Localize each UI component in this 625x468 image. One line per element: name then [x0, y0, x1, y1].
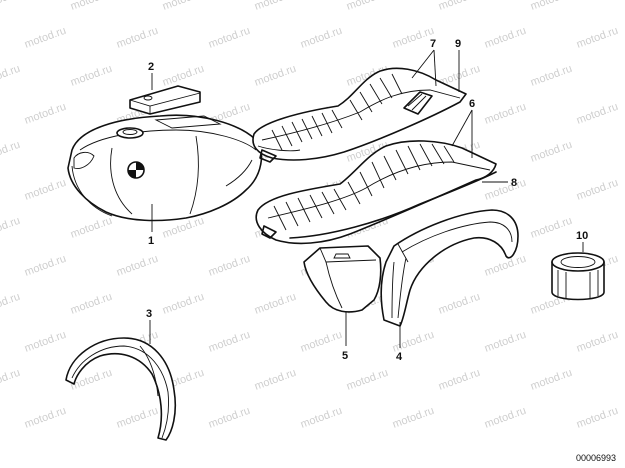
callout-10: 10 — [576, 230, 588, 242]
watermark-text: motod.ru — [23, 101, 68, 127]
watermark-text: motod.ru — [207, 329, 252, 355]
callout-6: 6 — [469, 98, 475, 110]
callout-8: 8 — [511, 177, 517, 189]
watermark-text: motod.ru — [0, 215, 22, 241]
front-mudguard-drawing — [65, 337, 177, 441]
watermark-text: motod.ru — [253, 0, 298, 13]
fuel-tank-drawing — [67, 114, 263, 222]
watermark-text: motod.ru — [437, 0, 482, 13]
watermark-text: motod.ru — [391, 405, 436, 431]
watermark-text: motod.ru — [437, 291, 482, 317]
watermark-text: motod.ru — [529, 0, 574, 13]
leader-lines — [149, 49, 584, 348]
watermark-text: motod.ru — [437, 367, 482, 393]
watermark-text: motod.ru — [161, 291, 206, 317]
watermark-text: motod.ru — [115, 405, 160, 431]
watermark-text: motod.ru — [0, 63, 22, 89]
diagram-number: 00006993 — [576, 453, 616, 463]
watermark-text: motod.ru — [529, 367, 574, 393]
spacer-ring-drawing — [551, 252, 605, 301]
callout-labels: 1 2 3 4 5 6 7 8 9 10 — [146, 38, 588, 363]
watermark-text: motod.ru — [23, 25, 68, 51]
watermark-text: motod.ru — [161, 63, 206, 89]
watermark-text: motod.ru — [23, 329, 68, 355]
watermark-text: motod.ru — [207, 25, 252, 51]
watermark-text: motod.ru — [23, 177, 68, 203]
callout-3: 3 — [146, 308, 152, 320]
watermark-text: motod.ru — [0, 139, 22, 165]
callout-5: 5 — [342, 350, 348, 362]
watermark-text: motod.ru — [575, 177, 620, 203]
watermark-text: motod.ru — [207, 253, 252, 279]
watermark-text: motod.ru — [483, 25, 528, 51]
callout-1: 1 — [148, 235, 154, 247]
watermark-text: motod.ru — [483, 405, 528, 431]
watermark-text: motod.ru — [483, 329, 528, 355]
watermark-text: motod.ru — [69, 0, 114, 13]
watermark-text: motod.ru — [483, 101, 528, 127]
watermark-text: motod.ru — [483, 253, 528, 279]
watermark-text: motod.ru — [161, 0, 206, 13]
watermark-text: motod.ru — [253, 63, 298, 89]
dual-seat-drawing — [255, 140, 497, 245]
watermark-text: motod.ru — [529, 139, 574, 165]
callout-7: 7 — [430, 38, 436, 50]
watermark-text: motod.ru — [0, 291, 22, 317]
watermark-text: motod.ru — [529, 215, 574, 241]
watermark-text: motod.ru — [575, 329, 620, 355]
watermark-text: motod.ru — [69, 215, 114, 241]
callout-4: 4 — [396, 351, 403, 363]
tank-lid-drawing — [129, 85, 201, 115]
watermark-text: motod.ru — [483, 177, 528, 203]
watermark-text: motod.ru — [299, 405, 344, 431]
callout-2: 2 — [148, 61, 154, 73]
watermark-text: motod.ru — [253, 367, 298, 393]
watermark-text: motod.ru — [575, 405, 620, 431]
watermark-text: motod.ru — [529, 63, 574, 89]
single-seat-drawing — [252, 67, 467, 163]
watermark-text: motod.ru — [207, 405, 252, 431]
watermark-text: motod.ru — [23, 405, 68, 431]
watermark-text: motod.ru — [115, 253, 160, 279]
watermark-text: motod.ru — [253, 291, 298, 317]
side-cover-drawing — [303, 245, 382, 313]
watermark-text: motod.ru — [299, 329, 344, 355]
watermark-text: motod.ru — [299, 25, 344, 51]
watermark-text: motod.ru — [69, 63, 114, 89]
watermark-text: motod.ru — [345, 0, 390, 13]
callout-9: 9 — [455, 38, 461, 50]
watermark-text: motod.ru — [23, 253, 68, 279]
watermark-text: motod.ru — [575, 25, 620, 51]
watermark-text: motod.ru — [345, 367, 390, 393]
watermark-text: motod.ru — [0, 0, 22, 13]
watermark-text: motod.ru — [0, 367, 22, 393]
watermark-text: motod.ru — [115, 25, 160, 51]
watermark-text: motod.ru — [575, 101, 620, 127]
watermark-text: motod.ru — [69, 291, 114, 317]
